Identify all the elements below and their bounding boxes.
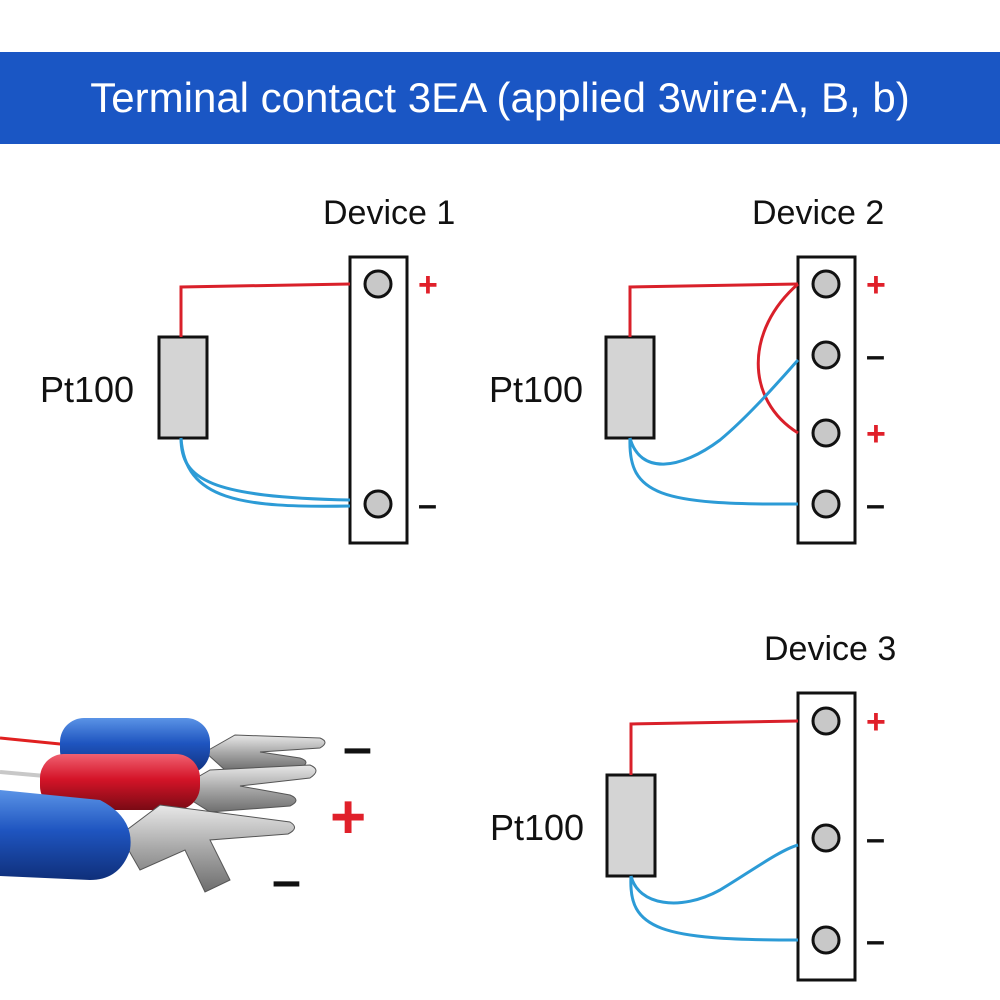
device-3-sign-1: +	[866, 703, 886, 741]
photo-sign-3: –	[272, 852, 301, 910]
blue-sleeve-bottom	[0, 790, 131, 880]
device-2-red-wire	[628, 282, 799, 337]
device-2-terminal-1	[811, 269, 841, 299]
device-2-title: Device 2	[752, 194, 884, 232]
spade-terminal-middle	[40, 754, 317, 813]
device-1-terminal-2	[363, 489, 393, 519]
device-2-sign-4: –	[866, 486, 885, 524]
spade-terminal-bottom	[0, 790, 295, 893]
device-1: Device 1 Pt100 + –	[40, 194, 455, 545]
device-2-sign-3: +	[866, 415, 886, 453]
device-1-pt100-sensor	[157, 335, 209, 440]
red-sleeve	[40, 754, 200, 810]
device-3-sensor-label: Pt100	[490, 807, 584, 848]
device-2-terminal-4	[811, 489, 841, 519]
device-2: Device 2 Pt100 + – + –	[489, 194, 886, 545]
device-1-blue-wire-b	[179, 437, 351, 508]
device-3-terminal-3	[811, 925, 841, 955]
device-1-sign-1: +	[418, 266, 438, 304]
device-3-title: Device 3	[764, 630, 896, 668]
device-1-red-wire	[179, 282, 351, 337]
title-banner: Terminal contact 3EA (applied 3wire:A, B…	[0, 52, 1000, 144]
device-2-red-jumper	[756, 282, 799, 435]
device-2-sensor-label: Pt100	[489, 369, 583, 410]
device-3-sign-3: –	[866, 922, 885, 960]
device-2-sign-1: +	[866, 266, 886, 304]
photo-sign-1: –	[343, 719, 372, 777]
device-2-terminal-3	[811, 418, 841, 448]
device-2-sign-2: –	[866, 337, 885, 375]
device-3-terminal-2	[811, 823, 841, 853]
device-3-terminal-1	[811, 706, 841, 736]
device-3-red-wire	[629, 719, 799, 775]
device-3-sign-2: –	[866, 820, 885, 858]
spade-terminal-photo: – + –	[0, 718, 372, 910]
thin-red-wire	[0, 736, 71, 747]
device-1-blue-wire-a	[179, 437, 351, 502]
device-3-blue-wire-b	[629, 875, 799, 942]
device-3-pt100-sensor	[605, 773, 657, 878]
thin-white-wire	[0, 770, 46, 778]
device-1-sensor-label: Pt100	[40, 369, 134, 410]
device-2-terminal-2	[811, 340, 841, 370]
device-2-blue-wire-b	[628, 437, 799, 506]
device-3-blue-wire-a	[629, 843, 799, 905]
banner-title: Terminal contact 3EA (applied 3wire:A, B…	[90, 74, 910, 121]
device-3: Device 3 Pt100 + – –	[490, 630, 896, 982]
device-1-terminal-1	[363, 269, 393, 299]
photo-sign-2: +	[330, 783, 366, 852]
device-2-pt100-sensor	[604, 335, 656, 440]
device-1-sign-2: –	[418, 486, 437, 524]
device-2-blue-wire-a	[628, 358, 800, 466]
device-1-title: Device 1	[323, 194, 455, 232]
